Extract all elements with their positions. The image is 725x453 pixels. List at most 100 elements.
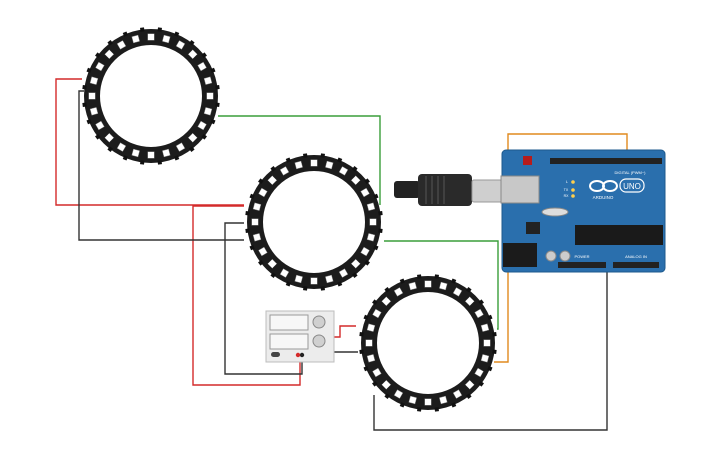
- ring-tab: [303, 153, 308, 158]
- wire-green-ring2-ring3[interactable]: [384, 240, 499, 330]
- neopixel-led: [424, 280, 432, 288]
- neopixel-led: [474, 308, 484, 319]
- ring-tab: [107, 40, 114, 46]
- usb-grip-lines: [425, 176, 445, 204]
- neopixel-led: [187, 49, 198, 60]
- ring-tab: [320, 286, 325, 291]
- usb-cable[interactable]: [394, 174, 503, 206]
- neopixel-ring[interactable]: [359, 274, 497, 412]
- ring-tab: [285, 281, 291, 287]
- neopixel-led: [452, 389, 463, 399]
- neopixel-led: [294, 274, 303, 284]
- ring-tab: [337, 157, 343, 163]
- neopixel-led: [360, 246, 370, 257]
- wire-black-ring2[interactable]: [224, 222, 303, 375]
- terminal-black: [299, 352, 305, 358]
- ring-tab: [270, 166, 277, 172]
- neopixel-led: [162, 34, 171, 44]
- ring-tab: [107, 146, 114, 152]
- arduino-uno[interactable]: UNO ARDUINO DIGITAL (PWM~) POWER ANALOG …: [500, 149, 666, 273]
- usb-connector-metal: [471, 179, 503, 203]
- ring-tab: [451, 278, 457, 284]
- ring-tab: [303, 286, 308, 291]
- neopixel-led: [258, 246, 268, 257]
- neopixel-rings: [82, 27, 497, 412]
- power-switch[interactable]: [271, 352, 280, 357]
- neopixel-led: [408, 281, 417, 291]
- ring-tab: [188, 146, 195, 152]
- ring-tab: [95, 52, 101, 59]
- ring-tab: [122, 31, 128, 37]
- neopixel-led: [197, 61, 207, 72]
- ring-tab: [215, 102, 220, 107]
- neopixel-led: [381, 379, 392, 390]
- ring-tab: [487, 314, 493, 320]
- ring-tab: [372, 380, 378, 387]
- ring-tab: [363, 314, 369, 320]
- wire-red-ring1[interactable]: [55, 78, 244, 206]
- ring-tab: [122, 155, 128, 161]
- neopixel-led: [464, 379, 475, 390]
- neopixel-led: [116, 142, 127, 152]
- neopixel-led: [365, 339, 373, 347]
- ring-tab: [245, 228, 250, 233]
- neopixel-led: [206, 92, 214, 100]
- regulator: [526, 222, 540, 234]
- neopixel-led: [252, 233, 262, 242]
- power-supply-display-1: [269, 314, 309, 331]
- neopixel-led: [338, 166, 349, 176]
- ring-tab: [487, 366, 493, 372]
- neopixel-led: [89, 107, 99, 116]
- neopixel-ring[interactable]: [245, 153, 383, 291]
- neopixel-led: [131, 34, 140, 44]
- neopixel-led: [480, 354, 490, 363]
- led-tx: [571, 188, 575, 192]
- ring-tab: [417, 274, 422, 279]
- ring-tab: [434, 274, 439, 279]
- ring-tab: [465, 393, 472, 399]
- wire-orange-arduino[interactable]: [494, 133, 628, 363]
- neopixel-led: [393, 389, 404, 399]
- ring-tab: [86, 67, 92, 73]
- ring-tab: [378, 228, 383, 233]
- ring-tab: [320, 153, 325, 158]
- neopixel-led: [424, 398, 432, 406]
- neopixel-led: [408, 395, 417, 405]
- neopixel-led: [197, 120, 207, 131]
- ring-tab: [372, 299, 378, 306]
- neopixel-led: [310, 277, 318, 285]
- neopixel-led: [104, 49, 115, 60]
- neopixel-led: [279, 166, 290, 176]
- usb-plug-tip: [394, 181, 420, 198]
- wire-green-ring1-ring2[interactable]: [218, 115, 381, 205]
- uno-badge: [619, 178, 645, 193]
- arduino-logo: UNO ARDUINO: [589, 178, 645, 200]
- power-supply[interactable]: [265, 310, 335, 363]
- wire-black-ring1[interactable]: [78, 90, 244, 241]
- power-supply-knob-1[interactable]: [312, 315, 326, 329]
- reset-button[interactable]: [523, 156, 532, 165]
- analog-label: ANALOG IN: [625, 254, 647, 259]
- neopixel-led: [366, 323, 376, 332]
- neopixel-led: [187, 132, 198, 143]
- neopixel-led: [95, 120, 105, 131]
- neopixel-led: [366, 354, 376, 363]
- led-rx-label: RX: [564, 194, 570, 198]
- ring-tab: [245, 211, 250, 216]
- neopixel-led: [310, 159, 318, 167]
- neopixel-led: [325, 274, 334, 284]
- ring-tab: [157, 160, 162, 165]
- usb-b-jack: [500, 175, 540, 204]
- neopixel-ring[interactable]: [82, 27, 220, 165]
- ring-tab: [337, 281, 343, 287]
- ring-tab: [201, 52, 207, 59]
- ring-tab: [140, 160, 145, 165]
- ring-tab: [258, 259, 264, 266]
- neopixel-led: [279, 268, 290, 278]
- neopixel-led: [294, 160, 303, 170]
- wire-black-arduino[interactable]: [373, 270, 608, 431]
- ring-tab: [364, 178, 370, 185]
- neopixel-led: [325, 160, 334, 170]
- wire-red-ring2[interactable]: [192, 205, 301, 386]
- power-supply-knob-2[interactable]: [312, 334, 326, 348]
